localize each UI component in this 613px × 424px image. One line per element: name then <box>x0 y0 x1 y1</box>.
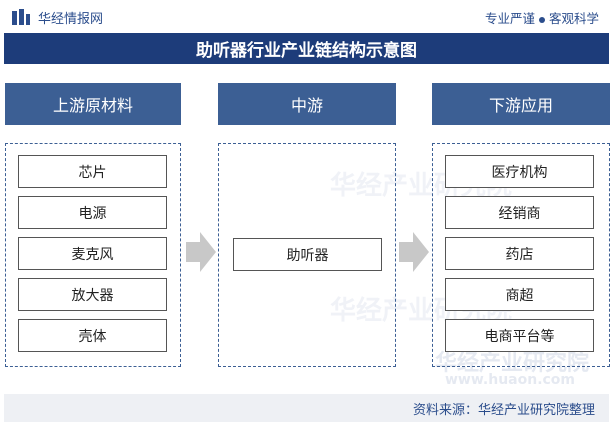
slogan-right: 客观科学 <box>548 11 599 26</box>
node-microphone: 麦克风 <box>18 237 167 270</box>
node-ecommerce: 电商平台等 <box>445 319 594 352</box>
brand-name: 华经情报网 <box>38 12 104 27</box>
header-upstream: 上游原材料 <box>5 83 181 125</box>
top-bar: 华经情报网 专业严谨客观科学 <box>0 0 613 33</box>
node-amplifier: 放大器 <box>18 278 167 311</box>
source-note: 资料来源：华经产业研究院整理 <box>4 394 609 422</box>
node-chip: 芯片 <box>18 155 167 188</box>
header-midstream: 中游 <box>218 83 396 125</box>
panel-upstream <box>5 143 181 367</box>
bullet-icon <box>538 16 545 23</box>
node-shell: 壳体 <box>18 319 167 352</box>
page-title: 助听器行业产业链结构示意图 <box>4 33 609 64</box>
watermark-url: www.huaon.com <box>445 372 576 388</box>
header-downstream: 下游应用 <box>432 83 610 125</box>
slogan: 专业严谨客观科学 <box>485 8 599 27</box>
panel-downstream <box>432 143 610 367</box>
slogan-left: 专业严谨 <box>484 11 535 26</box>
arrow-right-icon <box>186 232 216 272</box>
arrow-right-icon <box>399 232 429 272</box>
node-power: 电源 <box>18 196 167 229</box>
node-medical-institution: 医疗机构 <box>445 155 594 188</box>
logo-icon <box>12 9 30 25</box>
node-pharmacy: 药店 <box>445 237 594 270</box>
panel-midstream <box>218 143 396 367</box>
node-distributor: 经销商 <box>445 196 594 229</box>
node-hearing-aid: 助听器 <box>233 238 382 271</box>
node-supermarket: 商超 <box>445 278 594 311</box>
